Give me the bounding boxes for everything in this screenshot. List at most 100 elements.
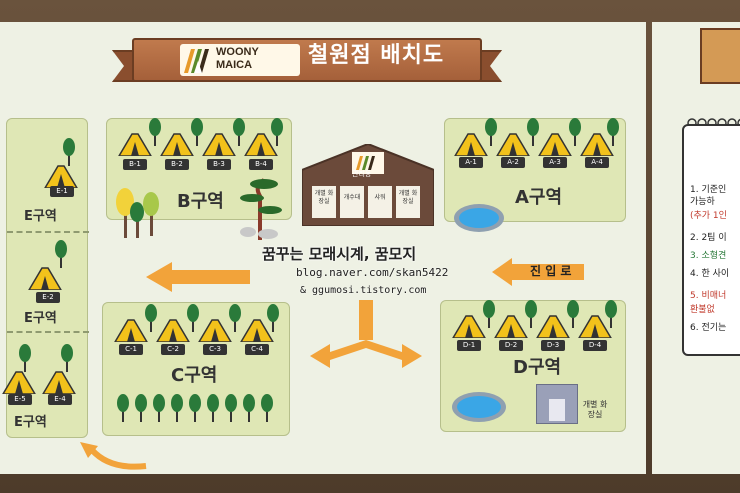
site-label: E-5 [8, 394, 32, 405]
toilet-building [536, 384, 578, 424]
side-banner-fragment [700, 28, 740, 84]
site-label: D-3 [541, 340, 565, 351]
tree-icon [271, 118, 283, 146]
site-label: B-2 [165, 159, 189, 170]
tent-icon [538, 133, 572, 156]
site-label: B-1 [123, 159, 147, 170]
management-building [302, 144, 434, 226]
tent-icon [114, 319, 148, 342]
entrance-arrow-icon [492, 258, 584, 286]
tree-icon [187, 304, 199, 332]
site-label: A-1 [459, 157, 483, 168]
zone-b-label: B구역 [177, 191, 224, 212]
site-label: D-2 [499, 340, 523, 351]
lodge-room: 개별 화장실 [398, 190, 418, 205]
tree-icon [569, 118, 581, 146]
tree-icon [607, 118, 619, 146]
tree-icon [61, 344, 73, 372]
tree-icon [191, 118, 203, 146]
notice-line: 6. 전기는 [690, 323, 727, 333]
site-label: C-3 [203, 344, 227, 355]
zone-a-label: A구역 [515, 187, 563, 208]
watermark-url-2: & ggumosi.tistory.com [300, 285, 427, 296]
pond-icon [454, 204, 504, 232]
tent-icon [240, 319, 274, 342]
tent-icon [28, 267, 62, 290]
notice-line: 환불없 [690, 305, 715, 315]
tent-icon [578, 315, 612, 338]
site-label: C-4 [245, 344, 269, 355]
lodge-room: 개별 화장실 [314, 190, 334, 205]
tent-icon [496, 133, 530, 156]
zone-e-divider [7, 331, 89, 333]
toilet-door [549, 399, 565, 421]
tree-icon [189, 394, 201, 422]
brand-line2: MAICA [216, 59, 253, 71]
tent-icon [494, 315, 528, 338]
tree-icon [19, 344, 31, 372]
site-label: E-4 [48, 394, 72, 405]
site-label: C-2 [161, 344, 185, 355]
arrow-split-icon [310, 300, 422, 368]
tree-icon [171, 394, 183, 422]
tent-icon [198, 319, 232, 342]
tree-icon [55, 240, 67, 268]
tree-icon [117, 394, 129, 422]
tree-icon [261, 394, 273, 422]
zone-e-label: E구역 [24, 311, 57, 326]
tent-icon [160, 133, 194, 156]
lodge-room: 샤워 [374, 194, 386, 201]
notice-line: 5. 비매너 [690, 291, 727, 301]
notice-line: 가능하 [690, 197, 715, 207]
site-label: E-1 [50, 186, 74, 197]
lodge-title: 관리동 [352, 170, 372, 178]
notice-line: 2. 2팀 이 [690, 233, 727, 243]
site-label: D-4 [583, 340, 607, 351]
site-label: E-2 [36, 292, 60, 303]
notice-line: 1. 기준인 [690, 185, 727, 195]
tent-icon [156, 319, 190, 342]
woony-maica-logo-icon [184, 49, 209, 73]
zone-e-label: E구역 [14, 415, 47, 430]
tree-icon [153, 394, 165, 422]
site-label: A-2 [501, 157, 525, 168]
site-label: A-4 [585, 157, 609, 168]
tent-icon [202, 133, 236, 156]
tent-icon [2, 371, 36, 394]
pine-tree-icon [240, 178, 282, 240]
tree-icon [527, 118, 539, 146]
tree-icon [267, 304, 279, 332]
tent-icon [118, 133, 152, 156]
site-label: A-3 [543, 157, 567, 168]
tree-icon [225, 394, 237, 422]
tent-icon [454, 133, 488, 156]
arrow-curve-icon [80, 442, 147, 470]
tree-icon [485, 118, 497, 146]
notice-line: 4. 한 사이 [690, 269, 730, 279]
tree-icon [145, 304, 157, 332]
notice-line: (추가 1인 [690, 211, 727, 221]
tree-icon [243, 394, 255, 422]
tree-icon [233, 118, 245, 146]
page-title: 철원점 배치도 [308, 43, 445, 68]
header-banner: WOONY MAICA 철원점 배치도 [112, 34, 502, 90]
brand-logo: WOONY MAICA [180, 44, 300, 76]
pond-icon [452, 392, 506, 422]
watermark-title: 꿈꾸는 모래시계, 꿈모지 [262, 245, 417, 263]
tree-icon [149, 118, 161, 146]
notice-line: 3. 소형견 [690, 251, 727, 261]
site-label: B-3 [207, 159, 231, 170]
tree-icon [207, 394, 219, 422]
tree-icon [63, 138, 75, 166]
tent-icon [580, 133, 614, 156]
tent-icon [44, 165, 78, 188]
tree-icon [525, 300, 537, 328]
tree-icon [605, 300, 617, 328]
zone-d-label: D구역 [513, 357, 562, 378]
trees-icon [116, 188, 159, 238]
watermark-url: blog.naver.com/skan5422 [296, 266, 449, 279]
site-label: D-1 [457, 340, 481, 351]
tree-icon [483, 300, 495, 328]
tree-icon [567, 300, 579, 328]
rules-notice [682, 124, 740, 356]
